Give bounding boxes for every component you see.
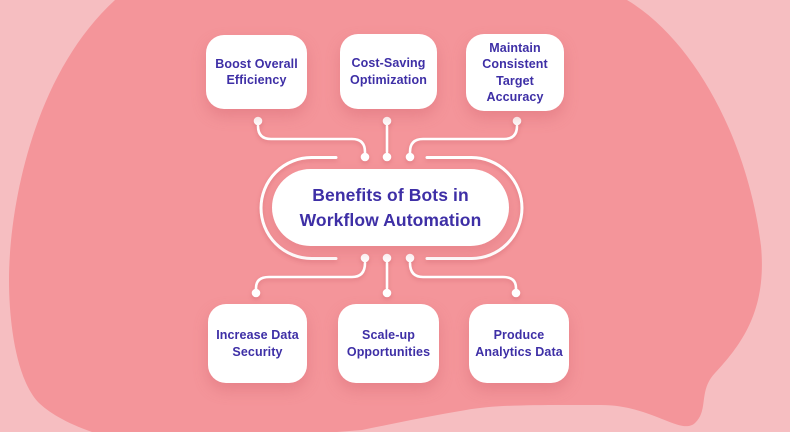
dot-ring-bottom-right (405, 253, 415, 263)
center-ring (259, 156, 524, 260)
dot-bottom-card-1 (251, 288, 261, 298)
benefit-card-boost-overall-efficiency: Boost Overall Efficiency (206, 35, 307, 109)
benefit-label: Produce Analytics Data (475, 328, 563, 359)
dot-ring-top-left (360, 152, 370, 162)
benefit-card-scale-up-opportunities: Scale-up Opportunities (338, 304, 439, 383)
connector-bottom-left (254, 261, 367, 291)
benefit-card-increase-data-security: Increase Data Security (208, 304, 307, 383)
dot-top-card-3 (512, 116, 522, 126)
dot-ring-bottom-left (360, 253, 370, 263)
benefit-card-produce-analytics-data: Produce Analytics Data (469, 304, 569, 383)
dot-ring-bottom-middle (382, 253, 392, 263)
dot-bottom-card-3 (511, 288, 521, 298)
connector-bottom-right (408, 261, 518, 291)
connector-top-left (256, 124, 367, 155)
center-title-pill: Benefits of Bots in Workflow Automation (272, 169, 509, 246)
benefit-label: Boost Overall Efficiency (215, 56, 298, 88)
benefit-label: Scale-up Opportunities (346, 328, 431, 359)
benefit-label: Maintain Consistent Target Accuracy (482, 40, 548, 105)
diagram-title: Benefits of Bots in Workflow Automation (299, 185, 482, 230)
benefit-card-maintain-consistent-target-accuracy: Maintain Consistent Target Accuracy (466, 34, 564, 111)
benefit-card-cost-saving-optimization: Cost-Saving Optimization (340, 34, 437, 109)
dot-top-card-1 (253, 116, 263, 126)
dot-top-card-2 (382, 116, 392, 126)
benefit-label: Increase Data Security (216, 328, 299, 359)
dot-bottom-card-2 (382, 288, 392, 298)
connector-top-right (408, 124, 519, 155)
dot-ring-top-right (405, 152, 415, 162)
benefit-label: Cost-Saving Optimization (350, 56, 427, 87)
dot-ring-top-middle (382, 152, 392, 162)
connector-dots (251, 116, 522, 298)
